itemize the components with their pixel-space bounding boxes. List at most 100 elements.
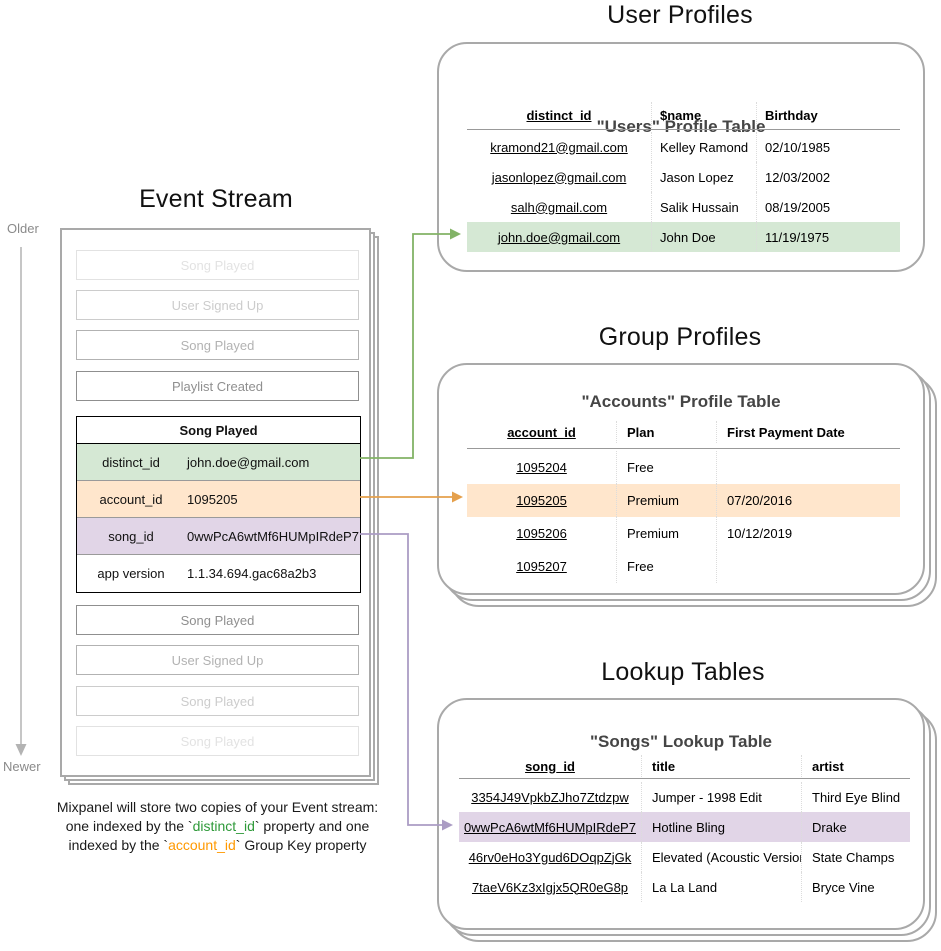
caption-line-2: one indexed by the `distinct_id` propert…	[25, 817, 410, 836]
table-row: 1095206 Premium 10/12/2019	[467, 517, 900, 550]
account-id-highlight: account_id	[168, 837, 236, 853]
distinct-id-highlight: distinct_id	[192, 818, 255, 834]
table-row: 1095204 Free	[467, 451, 900, 484]
table-row: 3354J49VpkbZJho7Ztdzpw Jumper - 1998 Edi…	[459, 782, 910, 812]
table-row: jasonlopez@gmail.com Jason Lopez 12/03/2…	[467, 162, 900, 192]
caption-line-3: indexed by the `account_id` Group Key pr…	[25, 836, 410, 855]
table-row: kramond21@gmail.com Kelley Ramond 02/10/…	[467, 132, 900, 162]
cell-name: Salik Hussain	[652, 192, 757, 222]
cell-artist: Drake	[812, 819, 847, 835]
cell-distinct-id: salh@gmail.com	[467, 192, 652, 222]
header-divider	[467, 448, 900, 449]
cell-song-id: 7taeV6Kz3xIgjx5QR0eG8p	[459, 872, 642, 902]
group-profiles-title: Group Profiles	[598, 323, 762, 351]
column-header: $name	[652, 102, 757, 128]
event-property-account-id: account_id 1095205	[77, 481, 360, 518]
event-box: Song Played	[76, 726, 359, 756]
property-key: account_id	[99, 491, 163, 507]
header-divider	[459, 778, 910, 779]
event-box: Song Played	[76, 330, 359, 360]
diagram-caption: Mixpanel will store two copies of your E…	[25, 798, 410, 855]
event-property-app-version: app version 1.1.34.694.gac68a2b3	[77, 555, 360, 592]
cell-distinct-id: jasonlopez@gmail.com	[467, 162, 652, 192]
property-value: 1095205	[187, 491, 238, 507]
event-label: User Signed Up	[171, 652, 264, 668]
cell-plan: Free	[617, 451, 717, 484]
users-table-title: "Users" Profile Table	[596, 117, 766, 136]
songs-table-title: "Songs" Lookup Table	[589, 732, 773, 751]
event-stream-container: Song Played User Signed Up Song Played P…	[60, 228, 371, 777]
cell-account-id: 1095207	[467, 550, 617, 583]
caption-text: one indexed by the `	[65, 818, 193, 834]
cell-account-id: 1095206	[467, 517, 617, 550]
event-label: Playlist Created	[171, 378, 264, 394]
event-label: Song Played	[180, 693, 255, 709]
event-box: Song Played	[76, 250, 359, 280]
caption-text: ` property and one	[254, 818, 370, 834]
header-divider	[467, 129, 900, 130]
event-card-title: Song Played	[77, 417, 360, 444]
cell-plan: Premium	[617, 484, 717, 517]
lookup-tables-title: Lookup Tables	[601, 658, 765, 686]
column-header: distinct_id	[467, 102, 652, 128]
songs-lookup-card: "Songs" Lookup Table song_id title artis…	[437, 698, 925, 930]
cell-first-payment-date: 07/20/2016	[727, 493, 793, 508]
cell-title: Jumper - 1998 Edit	[642, 782, 802, 812]
cell-artist: Third Eye Blind	[812, 789, 901, 805]
cell-distinct-id: kramond21@gmail.com	[467, 132, 652, 162]
cell-artist: State Champs	[812, 849, 895, 865]
event-label: Song Played	[180, 612, 255, 628]
event-label: Song Played	[180, 733, 255, 749]
cell-song-id: 46rv0eHo3Ygud6DOqpZjGk	[459, 842, 642, 872]
event-property-distinct-id: distinct_id john.doe@gmail.com	[77, 444, 360, 481]
column-header: song_id	[459, 755, 642, 777]
caption-text: ` Group Key property	[235, 837, 367, 853]
cell-song-id: 0wwPcA6wtMf6HUMpIRdeP7	[459, 812, 642, 842]
table-row: 1095207 Free	[467, 550, 900, 583]
cell-name: John Doe	[652, 222, 757, 252]
accounts-table-header: account_id Plan First Payment Date	[467, 421, 900, 443]
event-property-song-id: song_id 0wwPcA6wtMf6HUMpIRdeP7	[77, 518, 360, 555]
event-label: Song Played	[180, 257, 255, 273]
property-key: app version	[97, 566, 165, 581]
event-box: Song Played	[76, 605, 359, 635]
table-row: 7taeV6Kz3xIgjx5QR0eG8p La La Land Bryce …	[459, 872, 910, 902]
older-label: Older	[7, 221, 39, 236]
property-value: 1.1.34.694.gac68a2b3	[187, 566, 317, 581]
cell-name: Kelley Ramond	[652, 132, 757, 162]
event-label: User Signed Up	[171, 297, 264, 313]
user-profiles-title: User Profiles	[607, 1, 753, 29]
cell-name: Jason Lopez	[652, 162, 757, 192]
column-header: account_id	[467, 421, 617, 443]
caption-line-1: Mixpanel will store two copies of your E…	[56, 799, 379, 815]
cell-title: Elevated (Acoustic Version)	[642, 842, 802, 872]
event-stream-title: Event Stream	[139, 185, 293, 213]
event-box: Playlist Created	[76, 371, 359, 401]
cell-title: Hotline Bling	[642, 812, 802, 842]
cell-birthday: 11/19/1975	[765, 229, 830, 245]
property-value: john.doe@gmail.com	[187, 454, 310, 470]
users-profile-card: "Users" Profile Table distinct_id $name …	[437, 42, 925, 272]
cell-account-id: 1095205	[467, 484, 617, 517]
songs-table-header: song_id title artist	[459, 755, 910, 777]
timeline-arrow	[15, 247, 27, 756]
column-header: First Payment Date	[727, 424, 845, 440]
song-played-event-card: Song Played distinct_id john.doe@gmail.c…	[76, 416, 361, 593]
property-key: song_id	[108, 528, 154, 544]
column-header: Plan	[617, 421, 717, 443]
newer-label: Newer	[3, 759, 41, 774]
cell-distinct-id: john.doe@gmail.com	[467, 222, 652, 252]
event-label: Song Played	[180, 337, 255, 353]
cell-birthday: 02/10/1985	[765, 139, 831, 155]
caption-text: indexed by the `	[68, 837, 169, 853]
event-box: User Signed Up	[76, 290, 359, 320]
users-table-header: distinct_id $name Birthday	[467, 102, 900, 128]
table-row-highlighted: john.doe@gmail.com John Doe 11/19/1975	[467, 222, 900, 252]
cell-song-id: 3354J49VpkbZJho7Ztdzpw	[459, 782, 642, 812]
event-box: Song Played	[76, 686, 359, 716]
table-row: 46rv0eHo3Ygud6DOqpZjGk Elevated (Acousti…	[459, 842, 910, 872]
cell-birthday: 08/19/2005	[765, 199, 831, 215]
table-row-highlighted: 0wwPcA6wtMf6HUMpIRdeP7 Hotline Bling Dra…	[459, 812, 910, 842]
cell-first-payment-date: 10/12/2019	[727, 526, 793, 541]
